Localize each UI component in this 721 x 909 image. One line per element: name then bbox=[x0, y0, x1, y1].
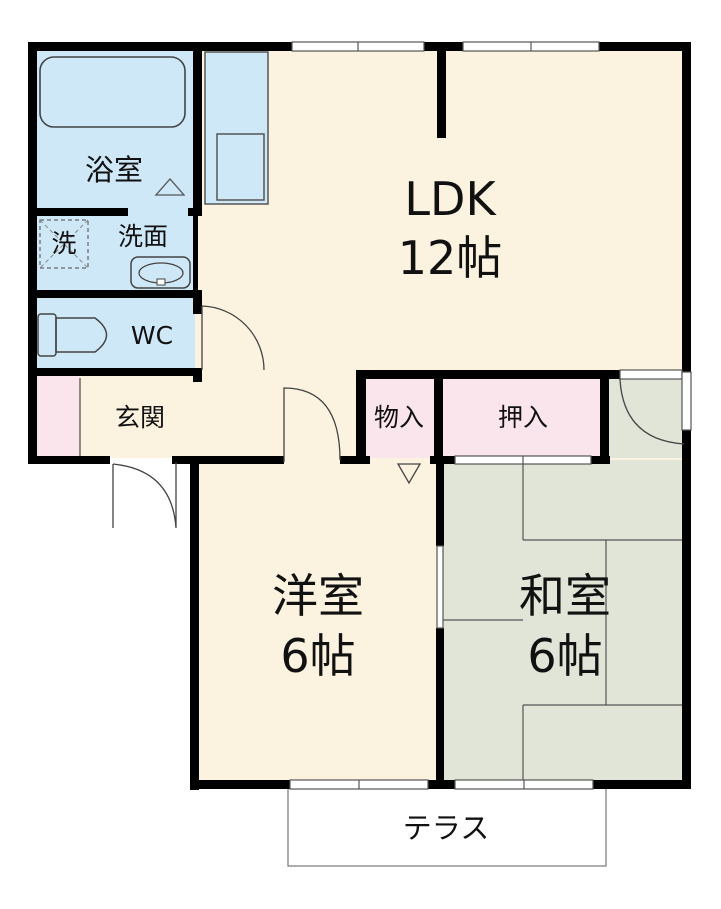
bathtub bbox=[39, 56, 186, 128]
entrance-name: 玄関 bbox=[115, 403, 165, 432]
closet-name: 押入 bbox=[498, 403, 548, 432]
windows bbox=[289, 41, 692, 790]
bathroom-floor bbox=[32, 48, 195, 212]
washitsu-door bbox=[619, 379, 685, 445]
toilet-floor bbox=[32, 294, 195, 370]
kitchen-sink bbox=[216, 133, 265, 201]
entrance-floor bbox=[80, 376, 198, 458]
washer-name: 洗 bbox=[51, 229, 76, 258]
toilet-name: WC bbox=[131, 321, 173, 350]
toilet-bowl bbox=[55, 317, 108, 353]
window-right-wall bbox=[681, 371, 692, 431]
opening-ldk-washitsu bbox=[619, 369, 683, 380]
washer-pan-diag-1 bbox=[39, 219, 89, 269]
yoshitsu-size: 6帖 bbox=[280, 629, 355, 683]
washitsu-upper-floor bbox=[608, 376, 687, 458]
yoshitsu-floor bbox=[195, 460, 440, 785]
bathroom-name: 浴室 bbox=[85, 153, 143, 187]
wash-faucet bbox=[156, 278, 166, 286]
washitsu-name: 和室 bbox=[519, 569, 611, 623]
terrace bbox=[287, 785, 607, 867]
wash-basin bbox=[130, 256, 191, 289]
washer-pan-diag-2 bbox=[39, 219, 89, 269]
kitchen-counter bbox=[204, 51, 269, 205]
washroom-name: 洗面 bbox=[118, 222, 168, 251]
yoshitsu-name: 洋室 bbox=[272, 569, 364, 623]
entrance-step bbox=[32, 376, 80, 458]
ldk-size: 12帖 bbox=[398, 231, 503, 285]
storage-floor bbox=[360, 376, 438, 458]
yoshitsu-door bbox=[283, 387, 341, 462]
washroom-floor bbox=[32, 212, 195, 294]
labels: LDK 12帖 洋室 6帖 和室 6帖 浴室 洗面 洗 WC 玄関 物入 押入 … bbox=[51, 153, 611, 845]
washer-pan bbox=[39, 219, 89, 269]
washitsu-floor bbox=[440, 460, 687, 785]
washitsu-size: 6帖 bbox=[527, 629, 602, 683]
closet-floor bbox=[438, 376, 608, 458]
sliding-door-rooms bbox=[436, 545, 444, 629]
door-swings bbox=[112, 305, 685, 529]
ldk-name: LDK bbox=[404, 172, 497, 226]
terrace-name: テラス bbox=[403, 811, 489, 845]
entrance-door bbox=[112, 462, 177, 529]
storage-door-marker bbox=[396, 463, 422, 485]
tatami-lines bbox=[440, 460, 687, 785]
toilet-door bbox=[201, 305, 265, 371]
storage-name: 物入 bbox=[374, 403, 424, 432]
bath-door-swing bbox=[154, 178, 186, 196]
